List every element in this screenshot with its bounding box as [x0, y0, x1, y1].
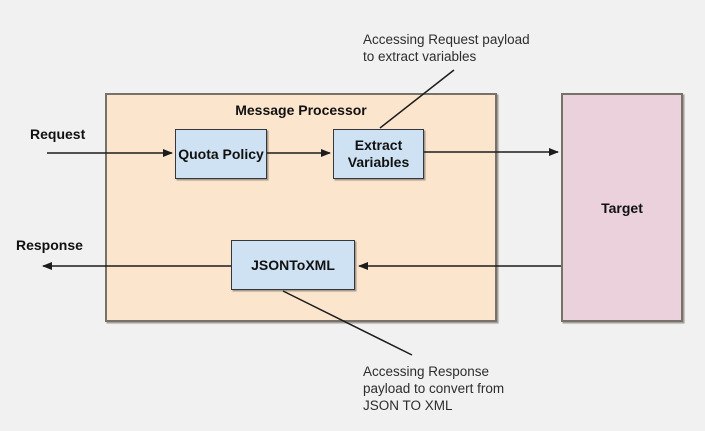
- message-processor-title: Message Processor: [235, 102, 367, 118]
- node-extract-variables: Extract Variables: [333, 129, 424, 179]
- target-box: Target: [561, 93, 683, 322]
- annotation-pointer-line-bottom: [282, 290, 413, 356]
- response-label: Response: [16, 237, 83, 253]
- request-label: Request: [30, 126, 86, 142]
- node-quota-policy: Quota Policy: [175, 129, 267, 179]
- annotation-request-payload: Accessing Request payload to extract var…: [363, 32, 530, 64]
- annotation-response-payload: Accessing Response payload to convert fr…: [363, 364, 505, 413]
- annotation-pointer-line-top: [379, 69, 455, 129]
- node-jsontoxml: JSONToXML: [231, 240, 355, 290]
